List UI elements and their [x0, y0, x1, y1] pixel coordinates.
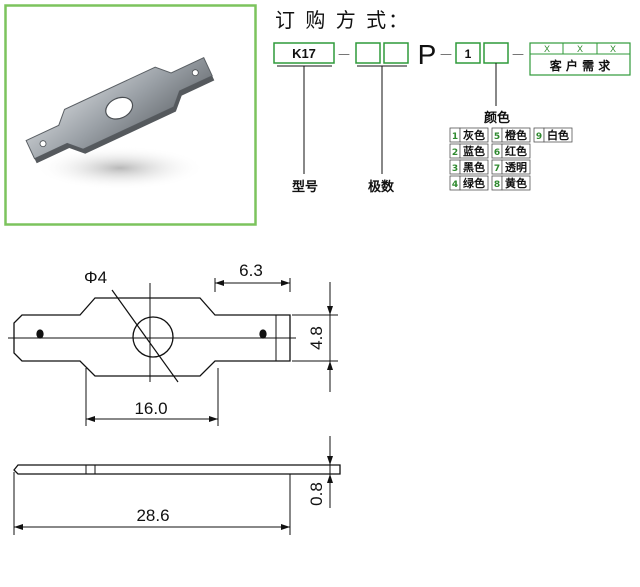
dim-4-8: 4.8: [307, 326, 326, 350]
dim-6-3: 6.3: [239, 261, 263, 280]
separator-1: —: [338, 47, 350, 61]
terminal-image: [25, 57, 215, 164]
color-legend: 1 灰色 2 蓝色 3 黑色 4 绿色: [449, 127, 573, 191]
dim-16-0: 16.0: [134, 399, 167, 418]
color-title: 颜色: [484, 110, 510, 126]
color-row-8: 8 黄色: [491, 175, 531, 191]
customer-label: 客 户 需 求: [549, 58, 612, 73]
color-row-2: 2 蓝色: [449, 143, 489, 159]
dim-28-6: 28.6: [136, 506, 169, 525]
color-name-9: 白色: [547, 128, 569, 142]
color-row-7: 7 透明: [491, 159, 531, 175]
left-small-hole: [36, 329, 44, 339]
color-name-1: 灰色: [463, 128, 485, 142]
center-hole: [132, 316, 174, 358]
color-num-4: 4: [452, 180, 458, 190]
dim-hole-diameter: Φ4: [84, 268, 107, 287]
color-name-5: 橙色: [505, 128, 527, 142]
customer-x-3: X: [610, 44, 616, 54]
color-row-3: 3 黑色: [449, 159, 489, 175]
color-row-5: 5 橙色: [491, 127, 531, 143]
product-photo: [4, 4, 257, 226]
color-name-3: 黑色: [463, 160, 485, 174]
color-name-7: 透明: [505, 161, 527, 174]
color-row-1: 1 灰色: [449, 127, 489, 143]
prefix-letter: P: [418, 39, 437, 70]
separator-2: —: [440, 47, 452, 61]
model-box: [273, 42, 335, 64]
extra-box: [483, 42, 509, 64]
model-code: K17: [292, 46, 316, 61]
hole-leader: [111, 289, 179, 383]
color-num-6: 6: [494, 148, 500, 158]
color-name-8: 黄色: [505, 176, 527, 190]
customer-x-1: X: [544, 44, 550, 54]
right-small-hole: [259, 329, 267, 339]
order-title: 订 购 方 式：: [275, 8, 410, 32]
side-view-drawing: [13, 436, 341, 535]
color-num-8: 8: [494, 180, 500, 190]
separator-3: —: [512, 47, 524, 61]
color-num-9: 9: [536, 132, 542, 142]
terminal-outline: [13, 297, 291, 377]
color-num-7: 7: [494, 164, 500, 174]
poles-box-1: [355, 42, 381, 64]
color-num-3: 3: [452, 164, 458, 174]
color-name-2: 蓝色: [463, 144, 485, 158]
color-num-5: 5: [494, 132, 500, 142]
customer-box: [529, 42, 631, 76]
customer-x-2: X: [577, 44, 583, 54]
top-view-drawing: [8, 278, 338, 426]
color-code-box: [455, 42, 481, 64]
color-row-9: 9 白色: [533, 127, 573, 143]
color-row-6: 6 红色: [491, 143, 531, 159]
poles-label: 极数: [368, 179, 395, 195]
poles-box-2: [383, 42, 409, 64]
color-name-6: 红色: [505, 144, 527, 158]
color-num-2: 2: [452, 148, 458, 158]
color-code: 1: [465, 47, 472, 61]
model-label: 型号: [292, 179, 318, 195]
color-num-1: 1: [452, 132, 458, 142]
side-profile: [13, 464, 341, 475]
photo-shadow: [35, 146, 205, 190]
color-row-4: 4 绿色: [449, 175, 489, 191]
ordering-code: 订 购 方 式： K17 — P — 1 — X X X 客 户 需 求 型号 …: [273, 8, 631, 195]
dim-0-8: 0.8: [307, 482, 326, 506]
color-name-4: 绿色: [463, 176, 485, 190]
